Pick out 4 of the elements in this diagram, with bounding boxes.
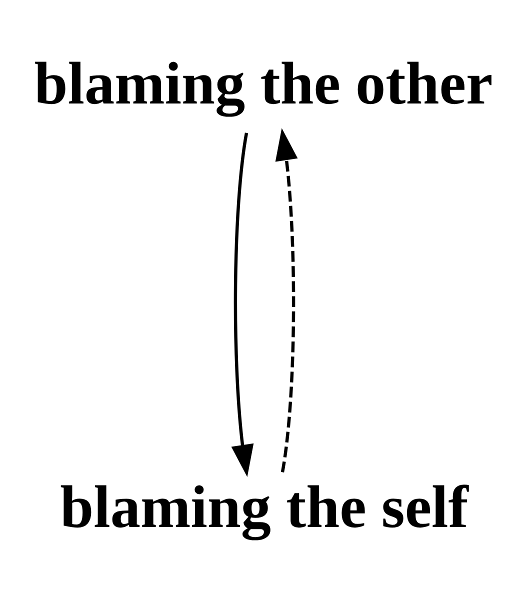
arrow xyxy=(231,132,254,476)
arrow xyxy=(275,128,298,472)
node-text: blaming the other xyxy=(34,50,493,117)
node-text: blaming the self xyxy=(60,474,468,541)
